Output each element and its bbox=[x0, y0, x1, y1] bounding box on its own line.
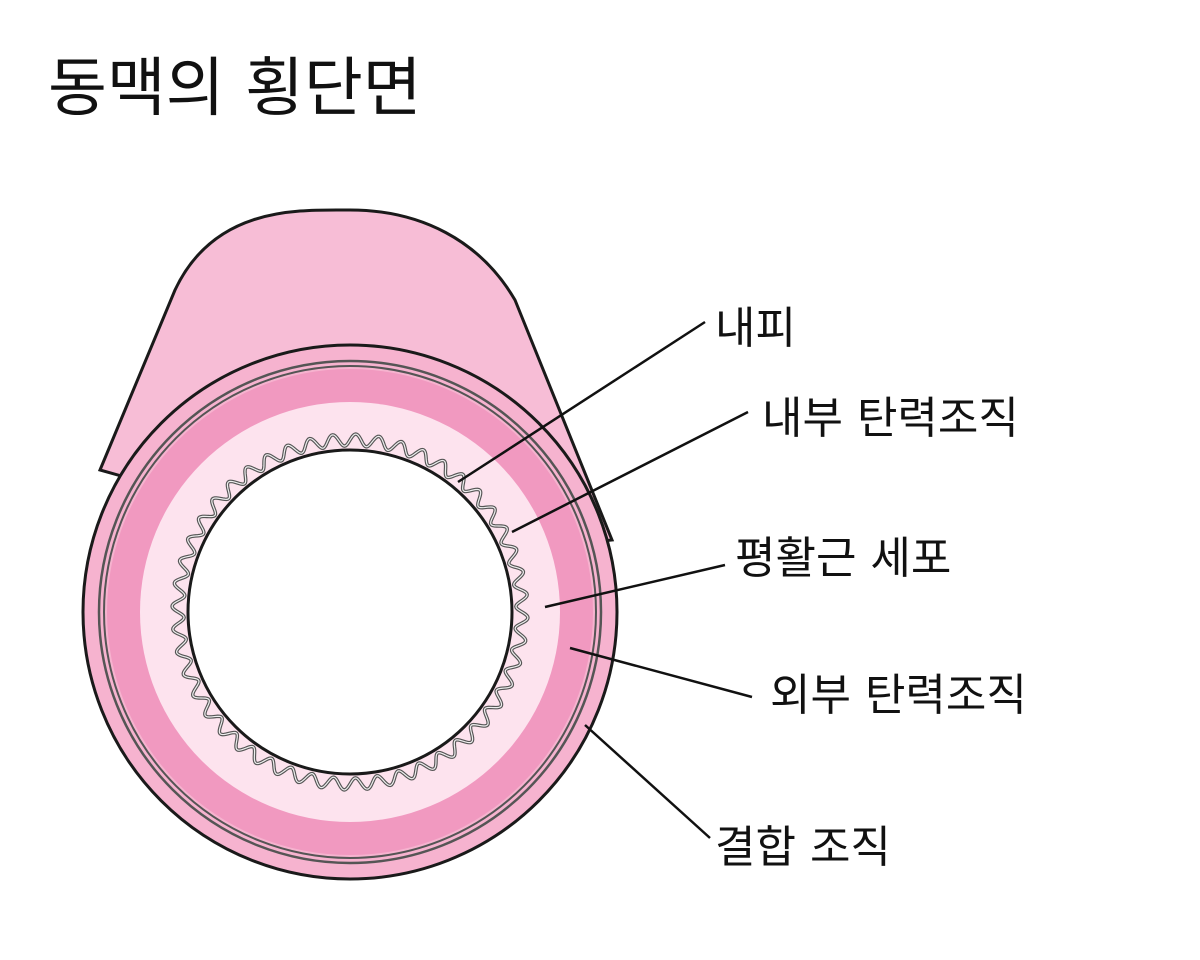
leader-smooth-muscle bbox=[544, 563, 726, 609]
leader-endothelium bbox=[457, 320, 706, 484]
internal-elastic-lamina-wave-highlight bbox=[171, 433, 529, 791]
external-elastic-line-outer bbox=[97, 359, 603, 865]
leader-external-elastic bbox=[569, 646, 753, 699]
external-elastic-line-inner bbox=[103, 365, 597, 859]
leader-internal-elastic bbox=[511, 410, 749, 534]
label-internal-elastic: 내부 탄력조직 bbox=[762, 393, 1019, 444]
leader-connective-tissue bbox=[584, 724, 711, 839]
label-connective-tissue: 결합 조직 bbox=[715, 822, 891, 873]
lumen bbox=[186, 448, 514, 776]
diagram-title: 동맥의 횡단면 bbox=[48, 52, 422, 126]
label-smooth-muscle: 평활근 세포 bbox=[735, 533, 951, 584]
label-endothelium: 내피 bbox=[715, 303, 796, 354]
label-external-elastic: 외부 탄력조직 bbox=[770, 670, 1027, 721]
